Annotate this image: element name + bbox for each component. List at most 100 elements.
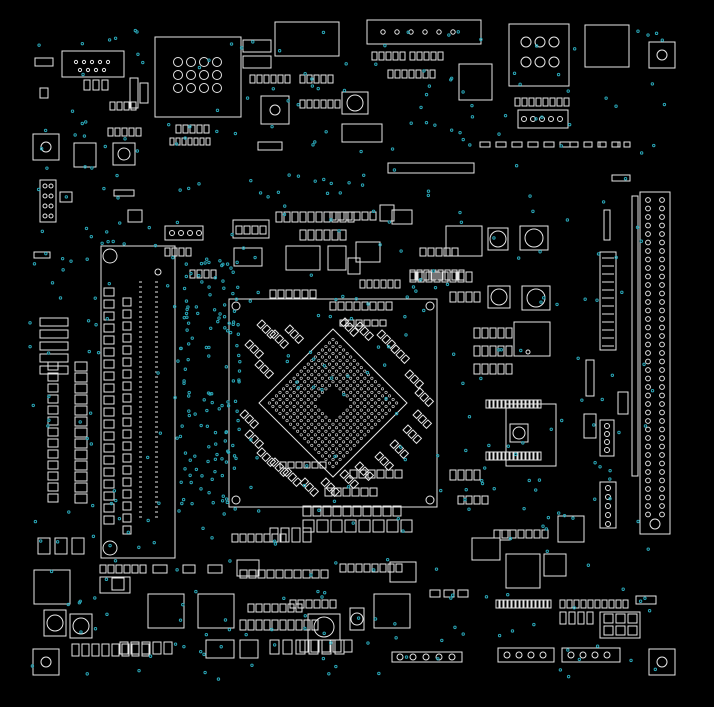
via <box>394 411 399 416</box>
smd-part <box>243 225 251 235</box>
smd-part <box>141 641 151 655</box>
smd-part <box>489 327 497 339</box>
via <box>303 626 307 631</box>
via <box>273 542 278 546</box>
bga-ball <box>313 383 317 387</box>
smd-part <box>279 619 287 631</box>
smd-part <box>369 487 378 497</box>
smd-part <box>373 279 380 289</box>
smd-part <box>371 51 378 61</box>
via <box>467 415 472 419</box>
smd-part <box>515 599 520 609</box>
smd-part <box>583 141 593 148</box>
capacitor <box>490 288 508 306</box>
smd-part <box>525 529 533 539</box>
via <box>272 539 277 543</box>
via <box>487 443 491 448</box>
smd-part <box>291 527 301 543</box>
bga-ball <box>356 390 360 394</box>
via <box>222 512 226 516</box>
via <box>433 285 438 290</box>
via <box>538 250 542 254</box>
via <box>322 631 326 636</box>
via <box>296 174 301 178</box>
smd-part <box>533 399 538 409</box>
pad <box>39 87 49 99</box>
bga-ball <box>335 433 339 437</box>
inductor <box>307 613 341 641</box>
bga-ball <box>352 422 356 426</box>
via <box>527 478 531 483</box>
bga-ball <box>303 394 307 398</box>
smd-part <box>409 269 416 281</box>
via <box>213 469 217 474</box>
decoupling-capacitor <box>422 419 433 430</box>
memory-slot-pad <box>103 419 115 429</box>
via <box>231 322 235 327</box>
memory-slot-pad <box>122 309 132 319</box>
via <box>506 593 510 597</box>
smd-part <box>385 301 393 311</box>
pad <box>152 564 168 574</box>
via <box>244 632 248 637</box>
smd-part <box>429 69 436 79</box>
bga-ball <box>296 394 300 398</box>
via <box>36 187 41 192</box>
via <box>217 316 221 320</box>
via <box>207 260 211 265</box>
via <box>171 255 175 260</box>
smd-part <box>332 505 342 517</box>
via <box>226 400 230 404</box>
smd-part <box>481 327 489 339</box>
smd-part <box>324 487 333 497</box>
smd-part <box>437 269 444 281</box>
bga-ball <box>342 355 346 359</box>
via <box>178 188 182 192</box>
bga-ball <box>306 397 310 401</box>
bga-ball <box>359 366 363 370</box>
bga-ball <box>342 369 346 373</box>
via <box>200 474 204 478</box>
connector <box>232 219 270 239</box>
bga-ball <box>356 362 360 366</box>
bga-ball <box>349 419 353 423</box>
via <box>600 397 604 402</box>
via <box>506 444 511 448</box>
via <box>545 549 549 553</box>
smd-part <box>511 599 516 609</box>
decoupling-capacitor <box>409 374 420 385</box>
smd-part <box>47 405 59 415</box>
smd-part <box>289 599 297 609</box>
port-pin <box>187 230 193 236</box>
memory-slot-pad <box>103 359 115 369</box>
smd-part <box>521 399 526 409</box>
via <box>233 399 238 404</box>
smd-part <box>47 482 59 492</box>
via <box>342 392 346 397</box>
smd-part <box>514 97 521 107</box>
smd-part <box>299 211 307 223</box>
via <box>79 630 83 634</box>
memory-slot-pad <box>103 479 115 489</box>
smd-part <box>255 619 263 631</box>
via <box>470 103 474 108</box>
via <box>182 315 186 320</box>
via <box>334 561 338 565</box>
bga-ball <box>313 390 317 394</box>
smd-part <box>430 51 437 61</box>
via <box>372 568 376 572</box>
smd-part <box>248 569 257 579</box>
via <box>221 494 225 498</box>
via <box>28 321 32 325</box>
smd-part <box>337 211 345 221</box>
smd-part <box>119 641 129 655</box>
bga-ball <box>373 387 377 391</box>
chip <box>233 247 263 267</box>
decoupling-capacitor <box>376 329 387 340</box>
via <box>572 47 577 51</box>
smd-part <box>344 519 357 533</box>
bga-ball <box>345 422 349 426</box>
via <box>226 449 230 453</box>
smd-part <box>101 643 110 657</box>
via <box>639 239 644 243</box>
